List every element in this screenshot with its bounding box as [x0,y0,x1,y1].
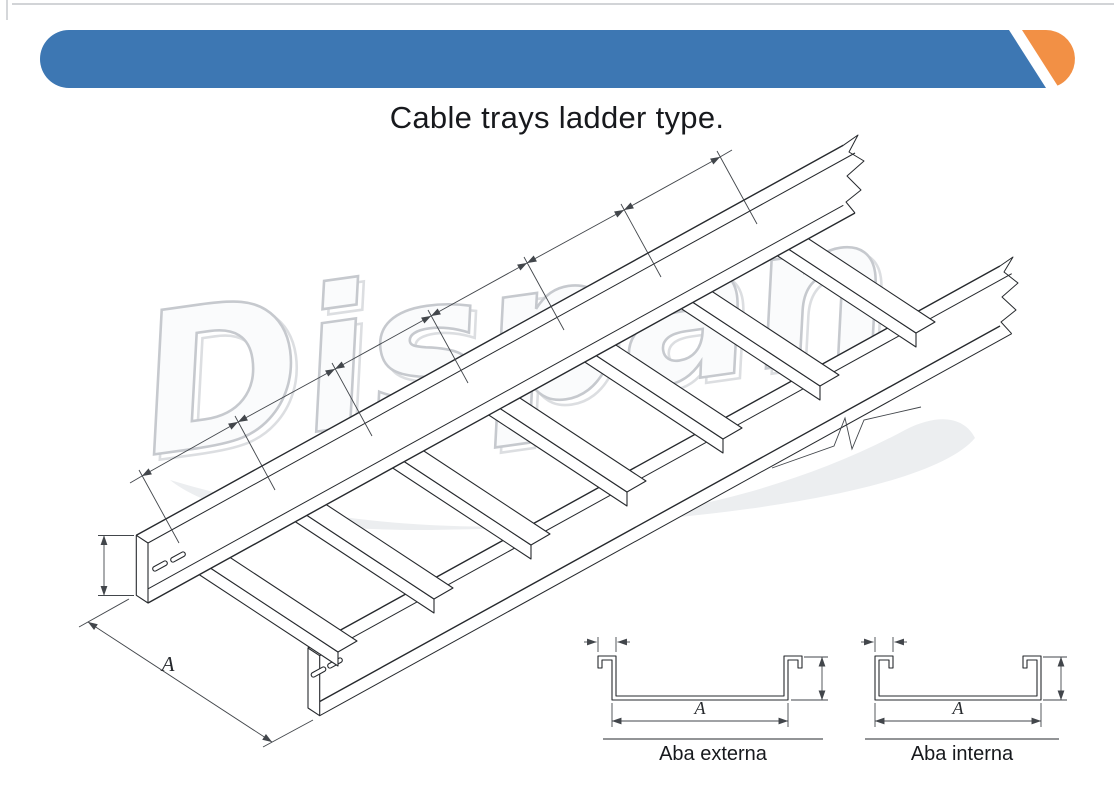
dimension-segment [237,368,336,423]
ladder-drawing: A [78,134,1019,748]
near-rail-web-bottom-edge [307,325,1001,709]
externa-width-dimension: A [611,698,789,727]
section-aba-externa: A Aba externa [584,637,828,765]
near-rail-body [308,266,1012,716]
extension-line [716,150,758,225]
dimension-segment [623,156,721,211]
tray-width-dimension: A [78,598,314,748]
interna-width-dimension: A [874,698,1042,727]
far-rail-web-top-edge [147,152,856,544]
far-rail-body [136,145,856,604]
far-rail-break-tear [843,134,865,214]
tray-width-label: A [160,652,175,676]
rung-spacing-dimension-chain [129,149,733,484]
section-aba-interna: A Aba interna [861,637,1067,765]
far-rail-end-cap [135,534,149,604]
break-marks [771,134,1019,469]
far-rail-bottom-flange-edge [136,204,844,596]
far-rail-slot-2 [170,551,186,563]
extension-line [427,309,469,384]
rung-5 [567,325,743,454]
near-rail-end-cap [307,647,321,717]
interna-width-label: A [952,698,965,718]
extension-line [234,415,276,491]
rungs [182,219,936,667]
externa-width-label: A [694,698,707,718]
extension-line [523,256,565,331]
near-rail-break-tear [999,256,1019,335]
page-title: Cable trays ladder type. [390,100,725,135]
extension-line [620,203,662,278]
dimension-line [87,621,273,743]
externa-caption: Aba externa [659,743,768,765]
dimensions: A [78,149,758,748]
header-banner [40,30,1075,88]
dimension-overshoot [719,149,733,158]
interna-profile [874,655,1042,701]
far-rail-top-flange-edge [135,144,844,536]
externa-flange-dimension [584,637,630,652]
far-rail-slot-1 [152,560,168,572]
length-break-line [771,406,922,469]
header-accent-triangle [1022,30,1075,86]
dimension-segment [430,262,528,317]
rung-1 [182,538,358,667]
dimension-segment [334,315,432,370]
externa-height-dimension [791,656,828,701]
extension-line [78,598,130,628]
dimension-overshoot [129,475,143,484]
interna-caption: Aba interna [911,743,1014,765]
extension-line [331,362,373,437]
rung-2 [278,485,454,614]
header-bar [40,30,1046,88]
dimension-segment [526,209,625,264]
externa-profile [597,655,803,701]
near-rail-bottom-flange-edge [319,333,1012,717]
interna-height-dimension [1043,656,1067,701]
page-edge-lines [6,0,1114,20]
interna-flange-dimension [861,637,907,652]
extension-line [138,469,180,544]
watermark-swoosh [170,419,975,531]
far-rail-web-bottom-edge [147,212,856,604]
extension-line [262,719,314,748]
rung-spacing-extension-lines [138,150,758,544]
rail-height-dimension [98,535,134,596]
far-rail [135,144,856,604]
dimension-segment [141,421,239,477]
near-rail-slot-1 [310,666,327,678]
